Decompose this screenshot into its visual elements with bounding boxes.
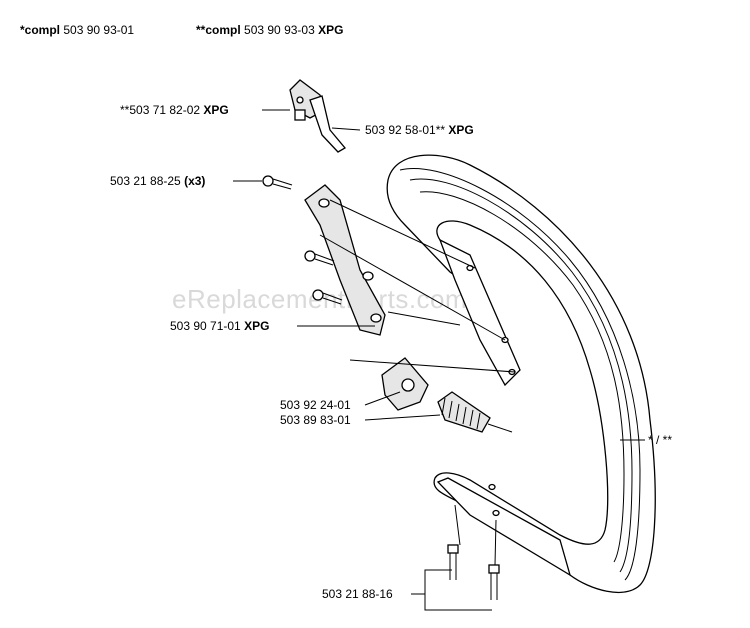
screw-bottom-1 — [447, 544, 459, 580]
screw-x3-2 — [304, 250, 335, 266]
label-throttle-lock: **503 71 82-02 XPG — [120, 103, 229, 117]
header-compl-2: **compl 503 90 93-03 XPG — [196, 23, 343, 37]
assembly-lines — [319, 199, 516, 566]
label-throttle-trigger: 503 92 58-01** XPG — [365, 123, 474, 137]
header-compl-1: *compl 503 90 93-01 — [20, 23, 134, 37]
screw-x3-3 — [312, 289, 343, 305]
screw-x3-1 — [262, 175, 293, 190]
label-damper-spring: 503 89 83-01 — [280, 413, 351, 427]
damper-holder — [381, 357, 429, 411]
leader-lines — [233, 109, 645, 611]
label-bracket: 503 90 71-01 XPG — [170, 319, 269, 333]
label-screw-x3: 503 21 88-25 (x3) — [110, 174, 205, 188]
label-handle-bar: * / ** — [648, 433, 672, 447]
throttle-trigger-assembly — [289, 79, 346, 153]
bracket — [304, 184, 386, 336]
label-damper-holder: 503 92 24-01 — [280, 398, 351, 412]
damper-spring — [437, 391, 513, 433]
handle-bar — [386, 154, 656, 593]
label-screw-bottom: 503 21 88-16 — [322, 587, 393, 601]
screw-bottom-2 — [488, 564, 500, 600]
